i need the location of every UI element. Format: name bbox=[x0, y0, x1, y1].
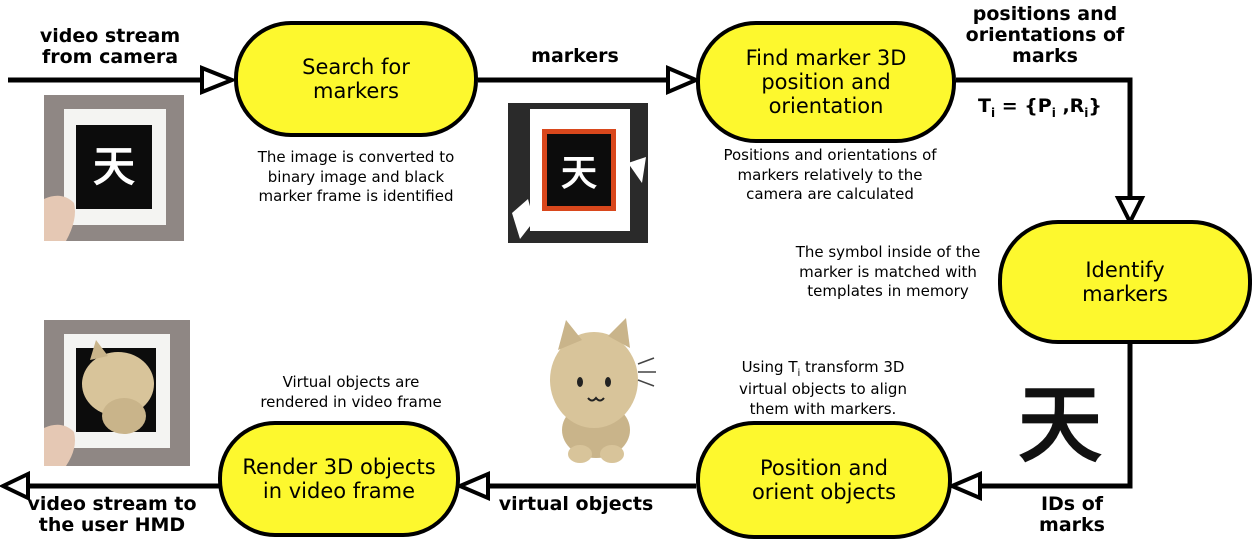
formula-t: T bbox=[978, 95, 991, 117]
object-ear-right bbox=[608, 318, 630, 348]
caption-position-pre: Using T bbox=[741, 358, 798, 376]
box-position bbox=[696, 421, 952, 539]
rendered-frame-icon bbox=[44, 320, 190, 466]
binary-glyph: 天 bbox=[561, 153, 597, 194]
formula-comma: ,R bbox=[1055, 95, 1085, 117]
object-whiskers bbox=[637, 357, 656, 387]
render-object-body bbox=[102, 398, 146, 434]
edge-label-output: video stream to the user HMD bbox=[27, 493, 197, 536]
box-label-find: Find marker 3D position and orientation bbox=[745, 45, 907, 119]
box-label-position: Position and orient objects bbox=[751, 455, 897, 504]
binary-noise bbox=[512, 157, 646, 239]
formula-sub-1: i bbox=[990, 105, 996, 120]
box-search bbox=[234, 21, 478, 137]
arrowhead-ids bbox=[946, 470, 982, 502]
render-object-head bbox=[82, 352, 154, 416]
arrowhead-input bbox=[200, 65, 238, 95]
edge-label-ids: IDs of marks bbox=[1039, 493, 1105, 536]
object-eye-left bbox=[577, 377, 583, 387]
arrowhead-output bbox=[0, 470, 30, 502]
caption-render: Virtual objects are rendered in video fr… bbox=[260, 373, 442, 411]
virtual-object-icon bbox=[550, 318, 656, 463]
edge-ids bbox=[980, 343, 1133, 489]
formula-close: } bbox=[1088, 95, 1102, 117]
hand-shape bbox=[44, 195, 75, 241]
arrowhead-markers bbox=[666, 64, 702, 96]
edge-label-input: video stream from camera bbox=[39, 25, 181, 68]
caption-position-sub: i bbox=[797, 368, 801, 379]
pose-formula: Ti = {Pi ,Ri} bbox=[978, 95, 1102, 121]
edge-label-virtual: virtual objects bbox=[498, 493, 654, 515]
arrowhead-poses bbox=[1114, 196, 1146, 227]
marker-glyph: 天 bbox=[93, 142, 135, 191]
object-ear-left bbox=[558, 320, 582, 350]
binary-photo-icon: 天 bbox=[508, 103, 648, 243]
object-foot-right bbox=[600, 445, 624, 463]
box-label-render: Render 3D objects in video frame bbox=[242, 454, 436, 503]
edge-label-poses: positions and orientations of marks bbox=[965, 3, 1125, 67]
formula-sub-2: i bbox=[1051, 105, 1056, 120]
box-find bbox=[696, 21, 956, 143]
object-mouth bbox=[587, 396, 605, 402]
formula-sub-3: i bbox=[1084, 105, 1089, 120]
marker-frame bbox=[76, 125, 152, 209]
box-label-search: Search for markers bbox=[302, 54, 410, 103]
render-hand bbox=[44, 424, 75, 466]
box-identify bbox=[998, 220, 1252, 344]
box-render bbox=[218, 421, 460, 537]
symbol-template-icon: 天 bbox=[1018, 376, 1102, 470]
object-head bbox=[550, 332, 638, 428]
formula-eq: = {P bbox=[995, 95, 1052, 117]
binary-black-frame bbox=[547, 134, 611, 206]
template-glyph: 天 bbox=[1018, 376, 1102, 470]
arrowhead-virtual bbox=[454, 470, 490, 502]
caption-position: Using Ti transform 3D virtual objects to… bbox=[698, 358, 948, 419]
camera-photo-icon: 天 bbox=[44, 95, 184, 241]
caption-position-post: transform 3D virtual objects to align th… bbox=[739, 358, 907, 418]
caption-find: Positions and orientations of markers re… bbox=[723, 146, 937, 203]
object-eye-right bbox=[605, 377, 611, 387]
caption-search: The image is converted to binary image a… bbox=[257, 148, 455, 205]
render-object-ear bbox=[90, 340, 108, 360]
box-label-identify: Identify markers bbox=[1082, 257, 1168, 306]
caption-identify: The symbol inside of the marker is match… bbox=[795, 243, 981, 300]
edge-poses bbox=[956, 77, 1133, 198]
edge-label-markers: markers bbox=[531, 45, 619, 67]
object-foot-left bbox=[568, 445, 592, 463]
